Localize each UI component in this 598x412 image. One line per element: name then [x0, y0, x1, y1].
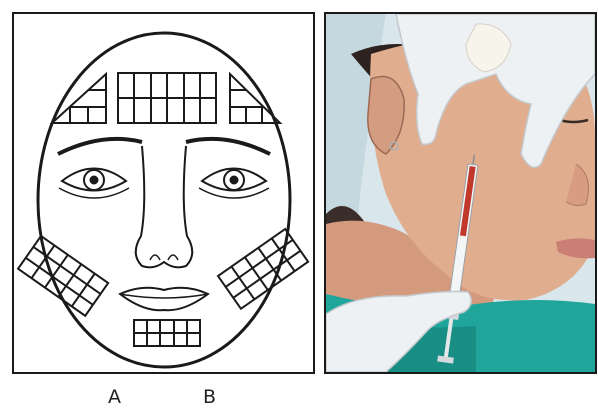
- injection-photo-illustration: [326, 14, 595, 372]
- panel-label-a: A: [108, 388, 121, 407]
- nose: [136, 146, 193, 267]
- left-eyebrow: [58, 139, 142, 154]
- face-diagram-icon: [14, 14, 313, 372]
- left-temple-grid: [52, 74, 106, 123]
- head-outline: [38, 33, 290, 367]
- right-cheek-grid: [218, 229, 308, 309]
- mouth: [120, 288, 208, 310]
- panel-b-injection-photo: [324, 12, 597, 374]
- left-cheek-grid: [18, 236, 108, 316]
- panel-label-b: B: [203, 388, 216, 407]
- right-eyebrow: [186, 139, 270, 154]
- panel-a-face-diagram: [12, 12, 315, 374]
- right-temple-grid: [230, 74, 280, 123]
